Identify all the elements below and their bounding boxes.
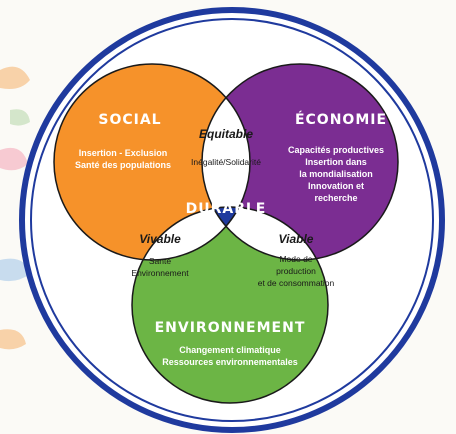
environnement-line-1: Changement climatique [179,345,281,355]
economie-title: ÉCONOMIE [295,111,387,128]
economie-line-4: Innovation et [308,181,364,191]
viable-title: Viable [279,232,314,246]
environnement-line-2: Ressources environnementales [162,357,298,367]
equitable-text: Inégalité/Solidarité [191,157,261,167]
viable-line-3: et de consommation [258,278,335,288]
viable-lens [202,207,328,260]
social-line-2: Santé des populations [75,160,171,170]
social-line-1: Insertion - Exclusion [79,148,168,158]
inner-frame-ring [30,18,434,422]
durable-title: DURABLE [186,201,267,217]
viable-line-2: production [276,266,316,276]
viable-line-1: Mode de [279,254,312,264]
vivable-line-2: Environnement [131,268,189,278]
vivable-line-1: Santé [149,256,171,266]
decorative-hands [0,66,30,350]
circle-outlines [53,63,399,404]
vivable-title: Vivable [139,232,181,246]
economie-line-1: Capacités productives [288,145,384,155]
environnement-title: ENVIRONNEMENT [155,320,306,336]
equitable-title: Equitable [199,127,253,141]
economie-line-5: recherche [314,193,357,203]
economie-line-2: Insertion dans [305,157,367,167]
economie-line-3: la mondialisation [299,169,373,179]
social-title: SOCIAL [98,112,161,128]
